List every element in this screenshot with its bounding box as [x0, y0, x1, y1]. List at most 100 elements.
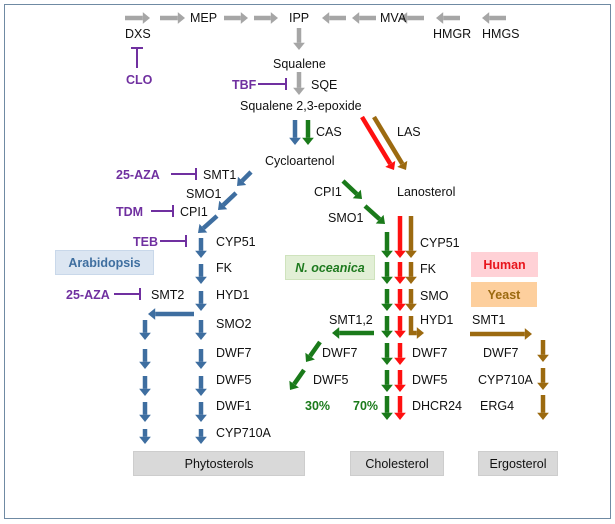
yeast-smt1: SMT1: [472, 313, 506, 327]
label-cas: CAS: [316, 125, 342, 139]
inhibitor-tdm: TDM: [116, 205, 144, 219]
shared-dwf5: DWF5: [412, 373, 448, 387]
arrow-plant-cpi1: [198, 214, 219, 233]
shared-dhcr24: DHCR24: [412, 399, 463, 413]
arrow-mep-2: [160, 12, 185, 24]
arrow-mep-1: [125, 12, 150, 24]
arrow-algae-main-6: [381, 370, 393, 392]
plant-cyp710a: CYP710A: [216, 426, 271, 440]
algae-percent-30: 30%: [305, 399, 331, 413]
inhibitor-25-aza-smt1: 25-AZA: [116, 168, 160, 182]
arrow-yeast-smt1: [470, 328, 532, 340]
shared-smo: SMO: [420, 289, 449, 303]
arrow-algae-smo1: [363, 204, 385, 224]
arrow-algae-main-5: [381, 343, 393, 365]
arrow-plant-main-2: [195, 264, 207, 284]
arrow-plant-main-1: [195, 238, 207, 258]
plant-smo1: SMO1: [186, 187, 222, 201]
species-yeast: Yeast: [471, 282, 537, 307]
arrow-algae-smt12: [332, 327, 374, 339]
arrow-plant-smt1: [237, 170, 253, 186]
shared-hyd1: HYD1: [420, 313, 454, 327]
arrow-cas-plant: [289, 120, 301, 145]
arrow-plant-main-6: [195, 376, 207, 396]
arrow-plant-branch-1: [139, 320, 151, 340]
arrow-plant-branch-5: [139, 429, 151, 444]
plant-smt1: SMT1: [203, 168, 237, 182]
label-hmgs: HMGS: [482, 27, 520, 41]
arrow-squalene-epoxide: [293, 72, 305, 95]
label-dxs: DXS: [125, 27, 151, 41]
arrow-mva-5: [482, 12, 506, 24]
plant-dwf5: DWF5: [216, 373, 252, 387]
arrow-plant-branch-3: [139, 376, 151, 396]
arrow-human-main-1: [394, 216, 406, 258]
arrow-human-main-5: [394, 343, 406, 365]
arrow-mva-3: [400, 12, 424, 24]
plant-smo2: SMO2: [216, 317, 252, 331]
algae-cpi1: CPI1: [314, 185, 342, 199]
arrow-algae-main-3: [381, 289, 393, 311]
arrow-yeast-hyd1-turn: [408, 316, 424, 339]
figure-frame: [4, 4, 611, 519]
label-hmgr: HMGR: [433, 27, 472, 41]
arrow-las-yeast: [372, 115, 408, 170]
yeast-cyp710a: CYP710A: [478, 373, 533, 387]
arrow-algae-main-4: [381, 316, 393, 338]
yeast-dwf7: DWF7: [483, 346, 519, 360]
label-squalene-epoxide: Squalene 2,3-epoxide: [240, 99, 362, 113]
arrow-yeast-main-1: [405, 216, 417, 258]
arrow-algae-dwf7: [305, 340, 322, 362]
shared-dwf7: DWF7: [412, 346, 448, 360]
species-arabidopsis: Arabidopsis: [55, 250, 154, 275]
shared-cyp51: CYP51: [420, 236, 460, 250]
plant-cpi1: CPI1: [180, 205, 208, 219]
product-ergosterol: Ergosterol: [478, 451, 558, 476]
arrow-plant-branch-2: [139, 349, 151, 369]
arrow-yeast-branch-1: [537, 340, 549, 362]
algae-dwf5: DWF5: [313, 373, 349, 387]
label-mva: MVA: [380, 11, 407, 25]
inhibit-25aza-smt2: [114, 288, 141, 300]
arrow-human-main-2: [394, 262, 406, 284]
inhibit-tbf-sqe: [258, 78, 287, 90]
inhibitor-teb: TEB: [133, 235, 158, 249]
arrow-algae-dwf5: [289, 368, 306, 390]
arrow-mep-3: [224, 12, 248, 24]
arrow-yeast-main-3: [405, 289, 417, 311]
label-squalene: Squalene: [273, 57, 326, 71]
species-n-oceanica: N. oceanica: [285, 255, 375, 280]
plant-dwf1: DWF1: [216, 399, 252, 413]
arrow-human-main-6: [394, 370, 406, 392]
arrow-mva-1: [322, 12, 346, 24]
label-sqe: SQE: [311, 78, 338, 92]
product-phytosterols: Phytosterols: [133, 451, 305, 476]
inhibit-25aza-smt1: [171, 168, 197, 180]
plant-hyd1: HYD1: [216, 288, 250, 302]
arrow-plant-main-7: [195, 402, 207, 422]
arrow-plant-main-4: [195, 320, 207, 340]
arrow-human-main-3: [394, 289, 406, 311]
plant-dwf7: DWF7: [216, 346, 252, 360]
plant-cyp51: CYP51: [216, 235, 256, 249]
arrow-algae-cpi1: [341, 179, 362, 199]
inhibitor-clo: CLO: [126, 73, 153, 87]
arrow-plant-main-3: [195, 291, 207, 311]
arrow-algae-main-1: [381, 232, 393, 258]
algae-dwf7: DWF7: [322, 346, 358, 360]
label-las: LAS: [397, 125, 421, 139]
arrow-yeast-branch-2: [537, 368, 549, 390]
inhibit-clo-dxs: [131, 47, 143, 68]
label-ipp: IPP: [289, 11, 310, 25]
inhibit-tdm-cpi1: [151, 205, 174, 217]
arrow-algae-main-2: [381, 262, 393, 284]
inhibit-teb-cyp51: [160, 235, 187, 247]
arrow-plant-smt2-branch: [148, 308, 194, 320]
arrow-plant-main-5: [195, 349, 207, 369]
arrow-mva-2: [352, 12, 376, 24]
arrow-yeast-branch-3: [537, 395, 549, 420]
arrow-cas-algae: [302, 120, 314, 145]
inhibitor-tbf: TBF: [232, 78, 257, 92]
arrow-mva-4: [436, 12, 460, 24]
